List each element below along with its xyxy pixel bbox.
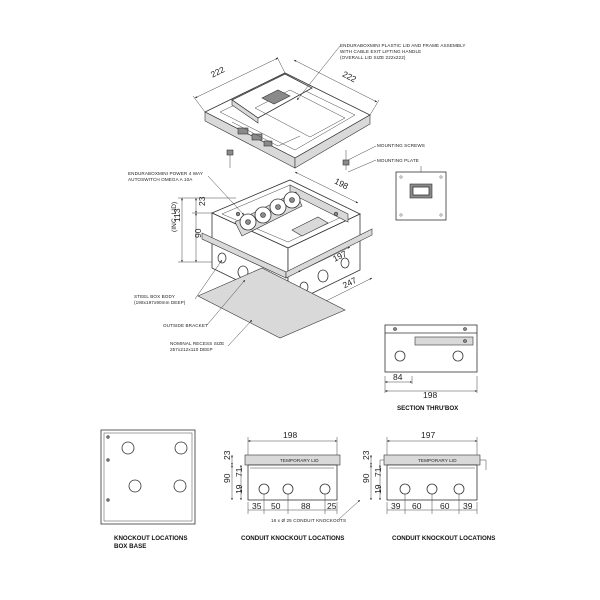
svg-text:88: 88 (301, 501, 311, 511)
svg-text:BOX BASE: BOX BASE (114, 543, 146, 550)
section-dim-198: 198 (423, 390, 437, 400)
svg-text:90: 90 (222, 473, 232, 483)
outside-bracket-callout: OUTSIDE BRACKET (163, 279, 246, 328)
section-view: 84 198 SECTION THRU'BOX (384, 324, 478, 412)
svg-text:60: 60 (412, 501, 422, 511)
svg-text:197: 197 (421, 430, 435, 440)
svg-text:23: 23 (197, 196, 207, 206)
svg-text:71: 71 (234, 467, 244, 477)
svg-text:TEMPORARY LID: TEMPORARY LID (280, 458, 319, 463)
mounting-screws: MOUNTING SCREWS MOUNTING PLATE (226, 143, 425, 173)
svg-text:TEMPORARY LID: TEMPORARY LID (418, 458, 457, 463)
svg-text:CONDUIT KNOCKOUT LOCATIONS: CONDUIT KNOCKOUT LOCATIONS (241, 535, 344, 542)
svg-text:23: 23 (222, 450, 232, 460)
knockout-base-view: KNOCKOUT LOCATIONS BOX BASE (100, 429, 196, 550)
svg-text:WITH CABLE EXIT LIFTING HANDLE: WITH CABLE EXIT LIFTING HANDLE (340, 49, 421, 54)
svg-text:AUTOSWITCH OMEGA A 10A: AUTOSWITCH OMEGA A 10A (128, 177, 193, 182)
box-dim-heights: 23 90 113 (INC. LID) (171, 196, 236, 263)
conduit-view-2: 197 TEMPORARY LID 23 90 71 19 39 60 60 3… (361, 430, 495, 542)
svg-text:113: 113 (172, 208, 182, 222)
svg-text:(INC. LID): (INC. LID) (171, 202, 178, 232)
recess-plate (197, 267, 346, 339)
svg-text:198: 198 (333, 176, 350, 191)
svg-text:16 x Ø 25 CONDUIT KNOCKOUTS: 16 x Ø 25 CONDUIT KNOCKOUTS (271, 518, 346, 523)
steel-box-callout: STEEL BOX BODY (198x197x90mm DEEP) (134, 259, 223, 305)
svg-text:50: 50 (271, 501, 281, 511)
section-dim-84: 84 (393, 372, 403, 382)
svg-text:(OVERALL LID SIZE 222x222): (OVERALL LID SIZE 222x222) (340, 55, 406, 60)
svg-text:257x212x110 DEEP: 257x212x110 DEEP (170, 347, 213, 352)
svg-text:NOMINAL RECESS SIZE: NOMINAL RECESS SIZE (170, 341, 224, 346)
svg-text:90: 90 (193, 228, 203, 238)
svg-text:90: 90 (361, 473, 371, 483)
conduit-view-1: 198 TEMPORARY LID 23 90 71 19 35 50 88 2… (222, 430, 344, 542)
svg-text:STEEL BOX BODY: STEEL BOX BODY (134, 294, 175, 299)
svg-text:71: 71 (373, 467, 383, 477)
svg-text:23: 23 (361, 450, 371, 460)
lid-dim-right-text: 222 (341, 69, 358, 84)
svg-text:CONDUIT KNOCKOUT LOCATIONS: CONDUIT KNOCKOUT LOCATIONS (392, 535, 495, 542)
lid-dim-left-text: 222 (209, 64, 226, 79)
svg-text:25: 25 (327, 501, 337, 511)
svg-text:60: 60 (440, 501, 450, 511)
svg-text:39: 39 (391, 501, 401, 511)
mounting-plate-detail (395, 166, 447, 221)
knockouts-note: 16 x Ø 25 CONDUIT KNOCKOUTS (271, 499, 361, 523)
svg-text:19: 19 (373, 484, 383, 494)
svg-text:198: 198 (283, 430, 297, 440)
mounting-screws-label: MOUNTING SCREWS (377, 143, 425, 148)
svg-text:39: 39 (463, 501, 473, 511)
svg-text:ENDURABOXMINI POWER 4 WAY: ENDURABOXMINI POWER 4 WAY (128, 171, 203, 176)
svg-text:19: 19 (234, 484, 244, 494)
svg-text:OUTSIDE BRACKET: OUTSIDE BRACKET (163, 323, 208, 328)
power-outlet-callout: ENDURABOXMINI POWER 4 WAY AUTOSWITCH OME… (128, 171, 245, 216)
lid-assembly-callout: ENDURABOXMINI PLASTIC LID AND FRAME ASSE… (296, 43, 466, 101)
mounting-plate-label: MOUNTING PLATE (377, 158, 419, 163)
section-caption: SECTION THRU'BOX (397, 405, 459, 412)
recess-callout: NOMINAL RECESS SIZE 257x212x110 DEEP (170, 319, 253, 352)
svg-text:(198x197x90mm DEEP): (198x197x90mm DEEP) (134, 300, 186, 305)
svg-text:35: 35 (252, 501, 262, 511)
svg-text:KNOCKOUT LOCATIONS: KNOCKOUT LOCATIONS (114, 535, 187, 542)
svg-text:ENDURABOXMINI PLASTIC LID AND: ENDURABOXMINI PLASTIC LID AND FRAME ASSE… (340, 43, 466, 48)
power-outlets (234, 191, 303, 237)
